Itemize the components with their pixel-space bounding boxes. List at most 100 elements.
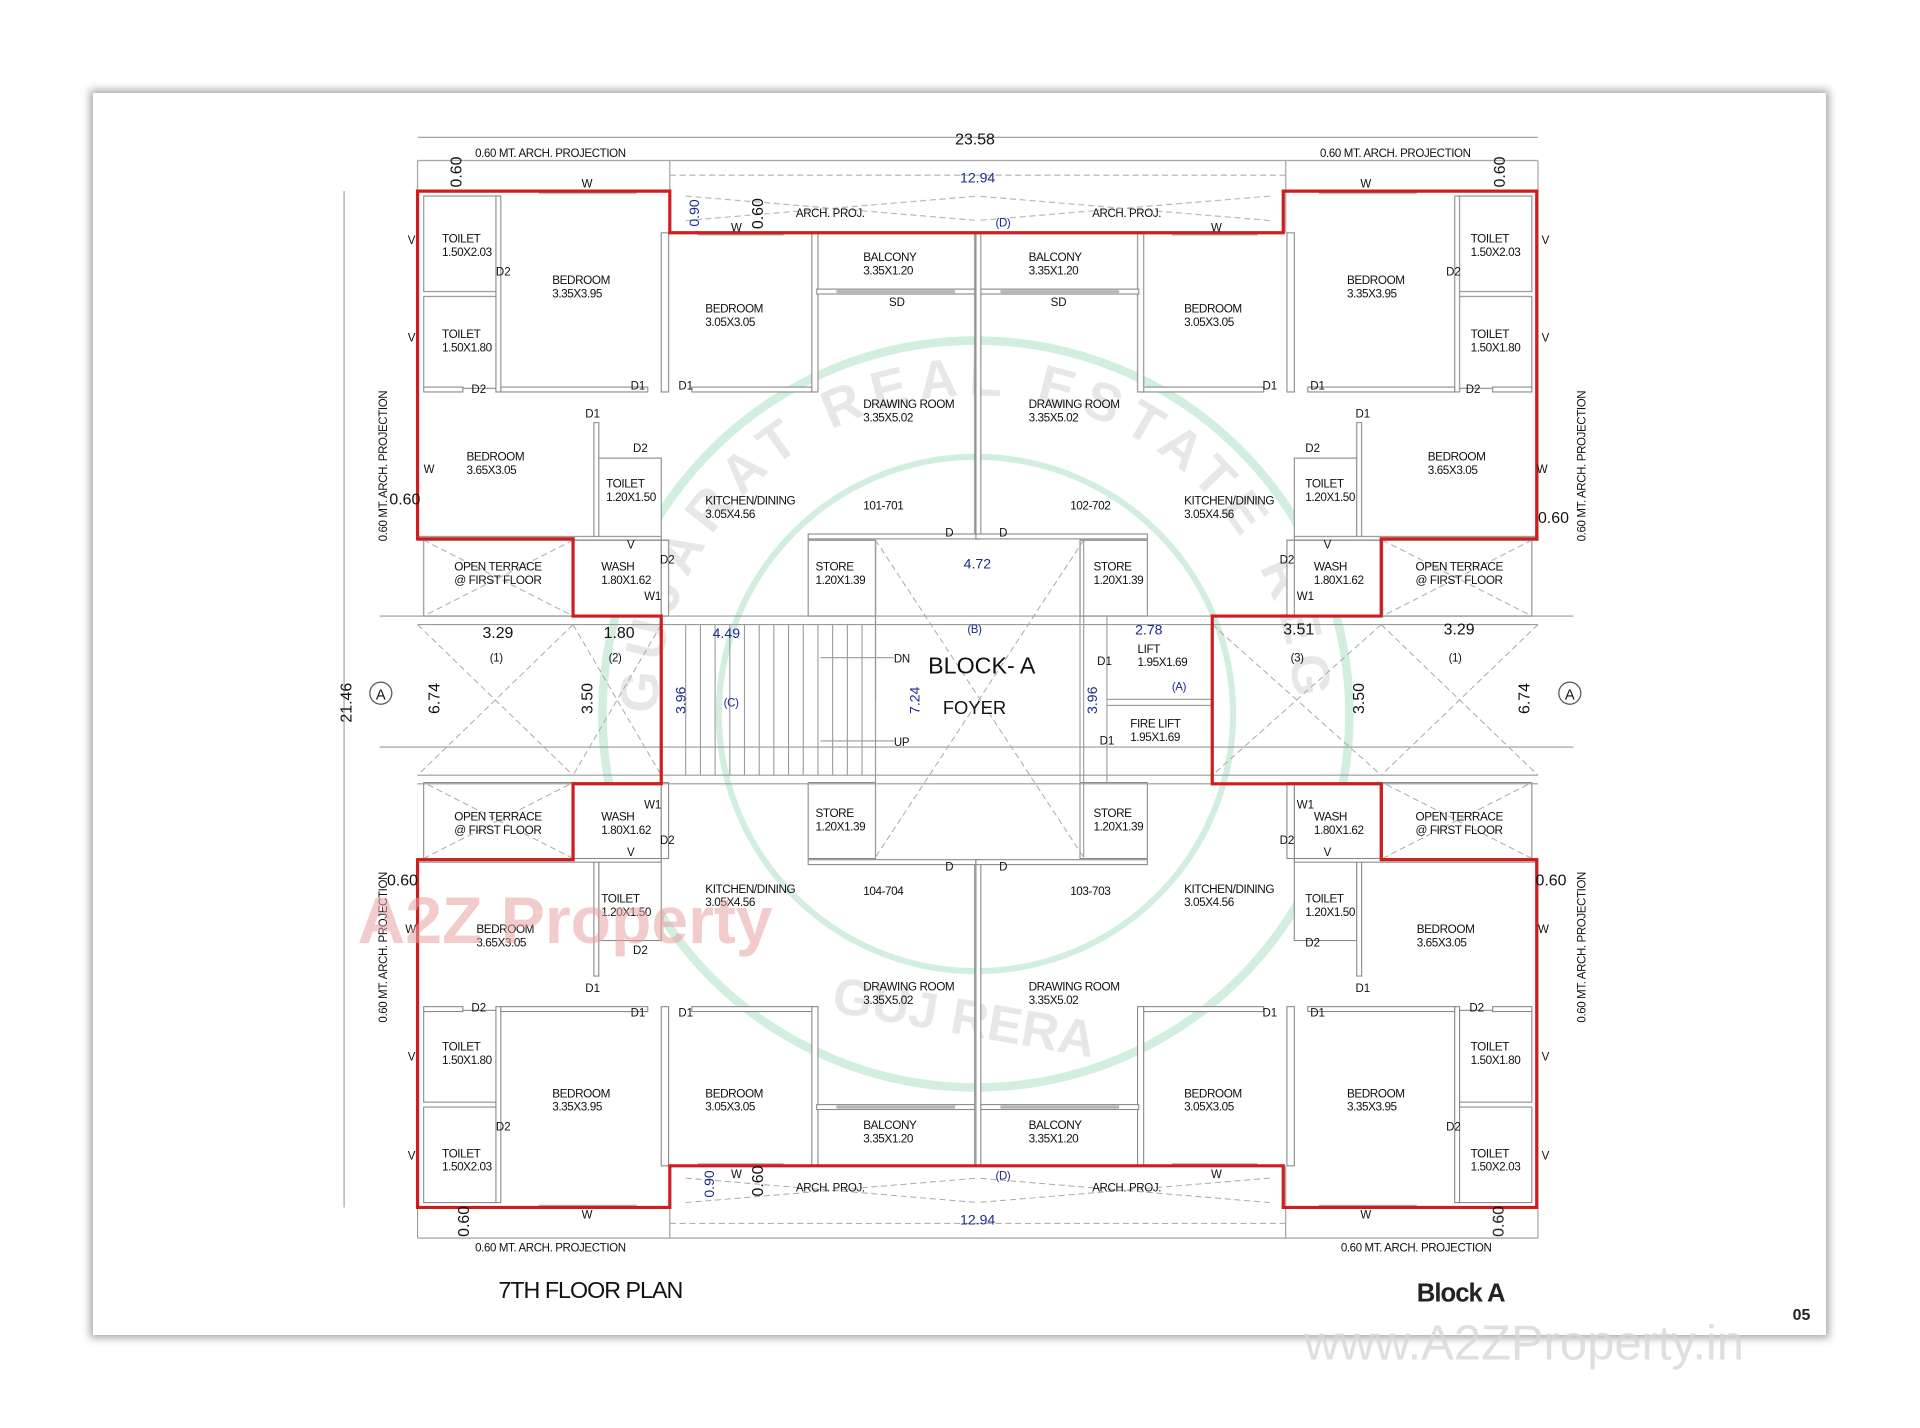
room-size-drawing: 3.35X5.02 [863, 994, 913, 1007]
room-size-toilet: 1.50X2.03 [442, 246, 493, 259]
room-name-balcony: BALCONY [863, 251, 917, 264]
room-name-terrace: OPEN TERRACE [1416, 561, 1504, 574]
marker-sd: SD [1051, 297, 1067, 309]
marker-d2: D2 [1446, 267, 1461, 279]
annotation-vertical: 0.60 MT. ARCH. PROJECTION [1577, 391, 1589, 542]
marker-d: D [999, 862, 1007, 874]
marker-v: V [627, 847, 635, 859]
annotation: ARCH. PROJ. [796, 1183, 865, 1195]
marker-d2: D2 [496, 267, 511, 279]
room-size-balcony: 3.35X1.20 [863, 264, 914, 277]
dimension: 0.60 [1536, 872, 1567, 889]
projection-width-top: 12.94 [960, 170, 995, 186]
marker-w: W [405, 924, 416, 936]
room-size-bedroom: 3.65X3.05 [476, 937, 527, 950]
room-name-drawing: DRAWING ROOM [1029, 981, 1120, 994]
annotation: (1) [490, 652, 503, 664]
annotation: 0.60 MT. ARCH. PROJECTION [1320, 148, 1471, 160]
annotation: 0.60 MT. ARCH. PROJECTION [475, 148, 626, 160]
room-size-bedroom: 3.35X3.95 [1347, 1101, 1398, 1114]
dimension-blue: 2.78 [1135, 621, 1163, 637]
dimension: 0.60 [387, 872, 418, 889]
room-name-balcony: BALCONY [863, 1119, 917, 1132]
dimension-vertical: 0.60 [449, 156, 466, 187]
dimension: 3.51 [1283, 621, 1314, 638]
block-label: BLOCK- A [928, 653, 1036, 679]
room-name-toilet: TOILET [601, 893, 640, 906]
dimension-vertical: 6.74 [427, 683, 444, 714]
room-size-toilet: 1.50X1.80 [1471, 1054, 1522, 1067]
marker-w1: W1 [644, 591, 661, 603]
annotation: (3) [1291, 652, 1304, 664]
annotation: 0.60 MT. ARCH. PROJECTION [1341, 1243, 1492, 1255]
room-size-toilet: 1.20X1.50 [601, 906, 652, 919]
room-name-bedroom: BEDROOM [1417, 923, 1475, 936]
marker-d1: D1 [585, 983, 600, 995]
room-size-wash: 1.80X1.62 [601, 824, 651, 837]
marker-d1: D1 [1356, 983, 1371, 995]
marker-d1: D1 [678, 381, 693, 393]
marker-w: W [1360, 178, 1371, 190]
room-name-toilet: TOILET [1471, 1147, 1510, 1160]
room-size-terrace: @ FIRST FLOOR [454, 824, 541, 837]
room-size-bedroom: 3.65X3.05 [1428, 464, 1479, 477]
room-name-bedroom: BEDROOM [1184, 302, 1242, 315]
room-size-bedroom: 3.05X3.05 [705, 316, 756, 329]
marker-v: V [1542, 333, 1550, 345]
unit-number: 104-704 [863, 885, 904, 898]
room-name-drawing: DRAWING ROOM [1029, 398, 1120, 411]
marker-v: V [1542, 1151, 1550, 1163]
zone-label: (B) [967, 624, 982, 636]
room-size-bedroom: 3.35X3.95 [552, 288, 603, 301]
block-title: Block A [1417, 1280, 1505, 1308]
room-name-fire: FIRE LIFT [1130, 717, 1181, 730]
marker-w1: W1 [1297, 591, 1314, 603]
room-name-kitchen: KITCHEN/DINING [1184, 495, 1274, 508]
zone-label: (D) [996, 1170, 1011, 1182]
marker-v: V [408, 1151, 416, 1163]
annotation: ARCH. PROJ. [796, 208, 865, 220]
room-name-balcony: BALCONY [1029, 1119, 1083, 1132]
room-size-drawing: 3.35X5.02 [1029, 994, 1079, 1007]
room-name-toilet: TOILET [442, 233, 481, 246]
marker-d2: D2 [1446, 1121, 1461, 1133]
marker-w1: W1 [644, 799, 661, 811]
room-size-balcony: 3.35X1.20 [863, 1133, 914, 1146]
marker-w: W [1360, 1209, 1371, 1221]
marker-d2: D2 [1466, 384, 1481, 396]
room-size-terrace: @ FIRST FLOOR [1416, 574, 1503, 587]
marker-v: V [408, 333, 416, 345]
room-size-store: 1.20X1.39 [816, 574, 866, 587]
dimension-vertical: 6.74 [1516, 683, 1533, 714]
annotation-vertical: 0.60 MT. ARCH. PROJECTION [1577, 872, 1589, 1023]
dimension-blue-vertical: 7.24 [907, 686, 923, 714]
marker-d2: D2 [660, 835, 675, 847]
overall-height: 21.46 [338, 683, 355, 723]
dimension: 3.29 [1444, 621, 1475, 638]
room-name-bedroom: BEDROOM [705, 1087, 763, 1100]
room-size-toilet: 1.50X1.80 [442, 1054, 493, 1067]
marker-v: V [1324, 540, 1332, 552]
room-name-terrace: OPEN TERRACE [454, 561, 542, 574]
dimension-vertical: 0.60 [1491, 1206, 1508, 1237]
room-name-wash: WASH [1314, 561, 1347, 574]
dimension: 3.29 [482, 625, 513, 642]
marker-d1: D1 [1310, 381, 1325, 393]
unit-number: 101-701 [863, 500, 903, 513]
room-size-terrace: @ FIRST FLOOR [1416, 824, 1503, 837]
dimension-vertical: 3.50 [1351, 683, 1368, 714]
unit-number: 103-703 [1070, 885, 1111, 898]
marker-v: V [1324, 847, 1332, 859]
room-name-toilet: TOILET [442, 328, 481, 341]
unit-number: 102-702 [1070, 500, 1110, 513]
marker-sd: SD [889, 297, 905, 309]
marker-d: D [945, 862, 953, 874]
marker-w: W [731, 223, 742, 235]
marker-d2: D2 [633, 443, 648, 455]
room-size-kitchen: 3.05X4.56 [705, 508, 756, 521]
room-name-store: STORE [1093, 561, 1132, 574]
room-name-store: STORE [816, 807, 855, 820]
room-size-bedroom: 3.05X3.05 [1184, 316, 1235, 329]
room-size-fire: 1.95X1.69 [1130, 731, 1180, 744]
